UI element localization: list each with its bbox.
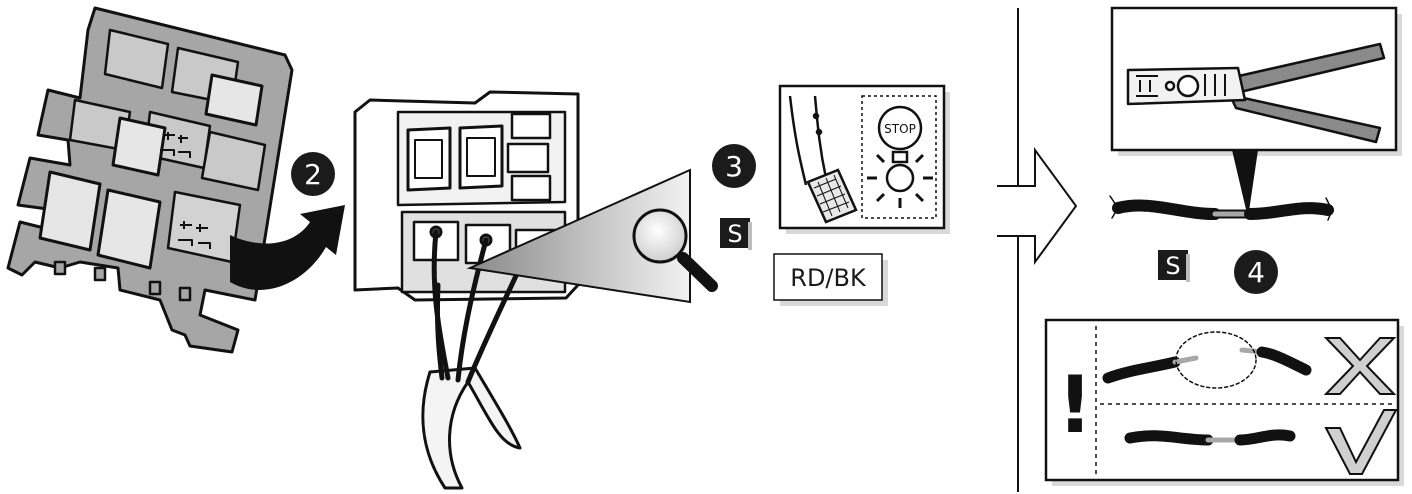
brake-panel: STOP (780, 86, 950, 234)
stop-sign-text: STOP (884, 122, 916, 136)
step-2-number: 2 (304, 158, 322, 191)
connector-harness-icon (355, 92, 578, 488)
step-3-number: 3 (725, 150, 743, 183)
wire-stripper-panel (1112, 8, 1402, 218)
s-badge-step3-label: S (727, 220, 742, 248)
wire-color-text: RD/BK (790, 264, 867, 292)
s-badge-step3: S (720, 218, 752, 250)
s-badge-step4: S (1158, 250, 1190, 282)
step-4-number: 4 (1247, 256, 1265, 289)
wire-color-label: RD/BK (774, 254, 888, 306)
s-badge-step4-label: S (1165, 252, 1180, 280)
step-2-marker: 2 (291, 152, 335, 196)
warning-panel: ! (1046, 320, 1404, 486)
hollow-arrow-icon (997, 150, 1076, 262)
stripped-wire (1110, 196, 1332, 220)
warning-icon: ! (1057, 361, 1093, 451)
step-3-marker: 3 (712, 144, 756, 188)
fuse-relay-carrier-icon (8, 8, 292, 352)
correct-strip-example (1130, 435, 1290, 440)
step-4-marker: 4 (1234, 250, 1278, 294)
pointer-triangle (1232, 150, 1258, 218)
